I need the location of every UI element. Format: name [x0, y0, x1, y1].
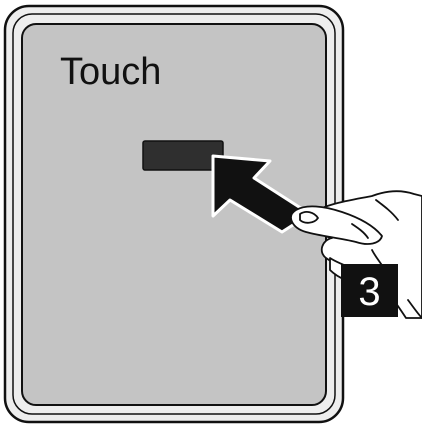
sensor-window-icon — [142, 140, 224, 171]
hand-fingernail — [299, 211, 319, 224]
hand-wrist-edge — [407, 299, 422, 319]
step-badge: 3 — [341, 264, 398, 317]
step-number: 3 — [358, 270, 380, 314]
hand-crease-1 — [351, 223, 369, 239]
step-badge-box — [341, 264, 398, 317]
hand-crease-2 — [375, 199, 399, 221]
panel-label: Touch — [60, 51, 161, 93]
hand-index-finger — [290, 205, 383, 245]
